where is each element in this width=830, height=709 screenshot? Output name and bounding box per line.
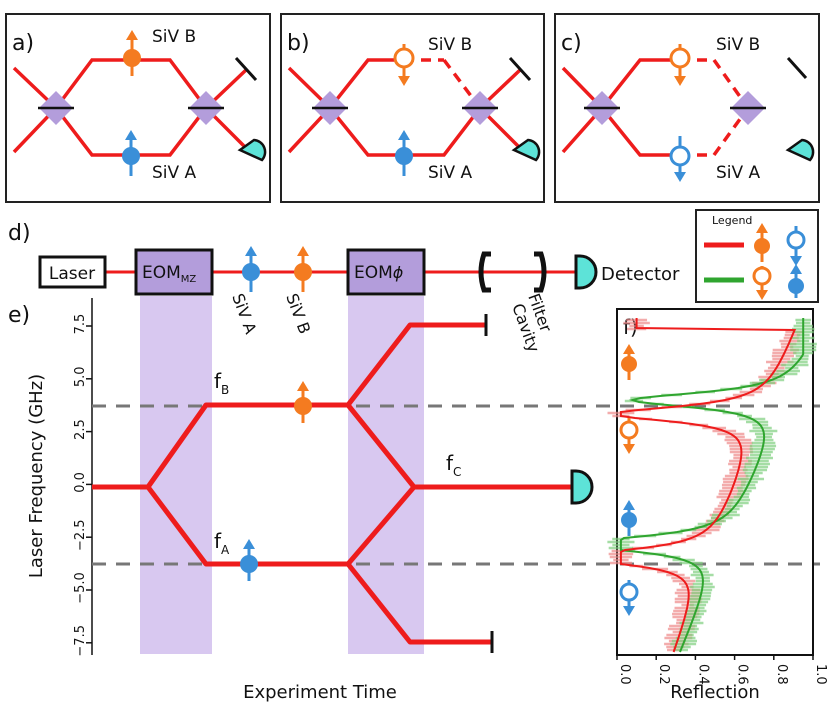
f-marker-blue-down <box>619 582 639 602</box>
label-fa: fA <box>214 529 230 557</box>
legend-blue-up <box>788 278 804 294</box>
siv-b-label: SiV B <box>282 291 314 337</box>
panel-d-label: d) <box>8 221 31 246</box>
f-marker-orange-down <box>619 420 639 440</box>
y-tick-label: 0.0 <box>73 472 88 493</box>
y-tick-label: 5.0 <box>73 366 88 387</box>
x-axis-label: Experiment Time <box>243 682 397 703</box>
eom-phi-box <box>346 248 426 296</box>
siv-a-blue-hollow <box>669 145 691 167</box>
laser-label: Laser <box>49 264 95 284</box>
f-x-axis-label: Reflection <box>670 682 760 703</box>
label-fb: fB <box>214 369 229 397</box>
legend-orange-up <box>754 238 770 254</box>
detector-icon <box>237 138 267 162</box>
y-ticks: 7.5 5.0 2.5 0.0 −2.5 −5.0 −7.5 <box>73 314 92 657</box>
cavity-mirror-left <box>478 251 491 293</box>
beam-block <box>508 56 532 82</box>
siv-a-marker <box>240 555 258 573</box>
frequency-paths <box>92 322 572 645</box>
y-tick-label: −7.5 <box>73 625 88 657</box>
siv-b-orange-hollow <box>669 47 691 69</box>
siv-b-orange-hollow <box>393 47 415 69</box>
y-axis-label: Laser Frequency (GHz) <box>26 374 47 578</box>
detector-icon <box>511 138 541 162</box>
panel-b-label: b) <box>287 31 310 56</box>
legend: Legend <box>695 209 819 303</box>
y-tick-label: 7.5 <box>73 314 88 335</box>
legend-title: Legend <box>712 214 752 227</box>
x-tick-label: 0.2 <box>656 664 671 685</box>
cavity-mirror-right <box>534 251 547 293</box>
y-tick-label: −2.5 <box>73 519 88 551</box>
x-tick-label: 0.0 <box>617 664 632 685</box>
eom-phi-label: EOMϕ <box>354 263 404 283</box>
eom-mz-box <box>134 248 214 296</box>
panel-b: b) SiV B SiV A <box>280 13 545 203</box>
red-fit <box>619 318 797 653</box>
panel-f: f) 0.00.20.40.60.81.0 Reflection <box>607 308 828 703</box>
panel-c: c) SiV B SiV A <box>554 13 820 203</box>
panel-c-siv-a: SiV A <box>716 163 761 183</box>
eom-mz-band <box>140 296 212 654</box>
y-tick-label: 2.5 <box>73 419 88 440</box>
x-ticks: 0.0 0.2 0.4 0.6 0.8 1.0 <box>616 655 828 685</box>
detector-label: Detector <box>601 264 680 285</box>
panel-c-label: c) <box>561 31 582 56</box>
green-fit <box>619 318 805 653</box>
siv-b-orange-filled <box>123 49 141 67</box>
reflection-data <box>607 318 817 652</box>
legend-blue-down <box>786 230 806 250</box>
label-fc: fC <box>446 451 461 479</box>
beam-block <box>234 56 258 82</box>
siv-a-blue-filled <box>395 147 413 165</box>
detector-icon <box>785 138 815 162</box>
x-tick-label: 0.6 <box>735 664 750 685</box>
x-tick-label: 1.0 <box>813 664 828 685</box>
siv-b-orange-filled <box>294 263 312 281</box>
f-marker-orange-up <box>621 356 637 372</box>
panel-d: d) Laser EOMMZ EOMϕ SiV A SiV B Filter C… <box>8 221 680 355</box>
eom-mz-label: EOMMZ <box>142 263 196 285</box>
panel-e: e) 7.5 5.0 2.5 0.0 −2.5 −5.0 −7.5 Laser Freque… <box>8 296 820 703</box>
siv-a-blue-filled <box>242 263 260 281</box>
siv-a-label: SiV A <box>228 291 260 337</box>
detector-icon <box>574 254 598 290</box>
y-tick-label: −5.0 <box>73 572 88 604</box>
x-tick-label: 0.8 <box>774 664 789 685</box>
panel-b-siv-b: SiV B <box>428 35 472 55</box>
panel-c-siv-b: SiV B <box>716 35 760 55</box>
siv-a-blue-filled <box>122 147 140 165</box>
beam-block <box>786 56 808 80</box>
beam-lower <box>12 66 208 157</box>
legend-orange-down <box>752 266 772 286</box>
panel-a-siv-b: SiV B <box>152 27 196 47</box>
panel-a-siv-a: SiV A <box>152 163 197 183</box>
panel-a: a) SiV B SiV A <box>5 13 271 203</box>
laser-box <box>38 255 107 289</box>
siv-b-marker <box>294 397 312 415</box>
panel-b-siv-a: SiV A <box>428 163 473 183</box>
eom-phi-band <box>348 296 424 654</box>
panel-f-frame <box>616 308 814 656</box>
f-marker-blue-up <box>621 512 637 528</box>
detector-icon <box>570 469 594 505</box>
panel-a-label: a) <box>12 31 34 56</box>
panel-e-label: e) <box>8 303 30 328</box>
x-tick-label: 0.4 <box>695 664 710 685</box>
